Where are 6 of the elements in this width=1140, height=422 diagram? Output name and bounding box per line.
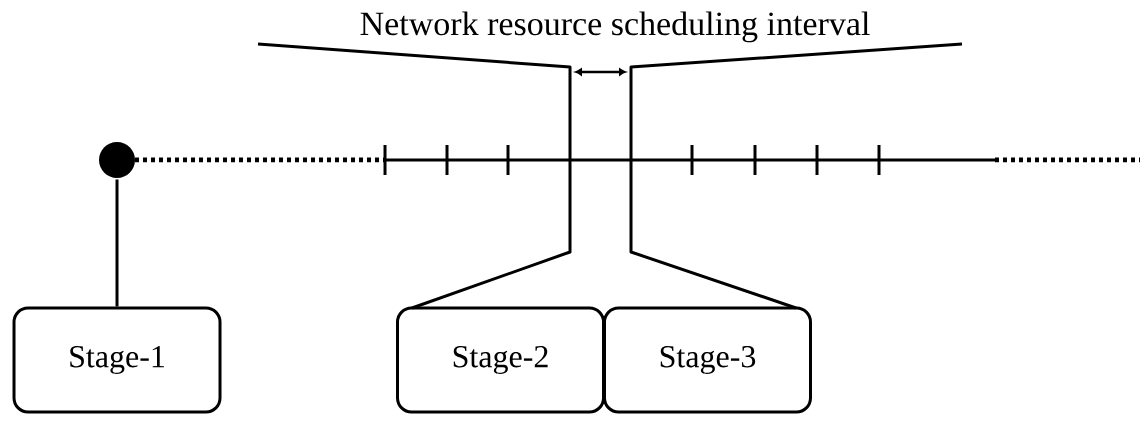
- interval-label: Network resource scheduling interval: [360, 11, 870, 43]
- stage-box: Stage-2: [396, 306, 605, 414]
- stage-box: Stage-1: [12, 306, 222, 414]
- connector-line: [115, 179, 119, 307]
- dot-marker: [99, 142, 135, 178]
- stage-box: Stage-3: [603, 306, 812, 414]
